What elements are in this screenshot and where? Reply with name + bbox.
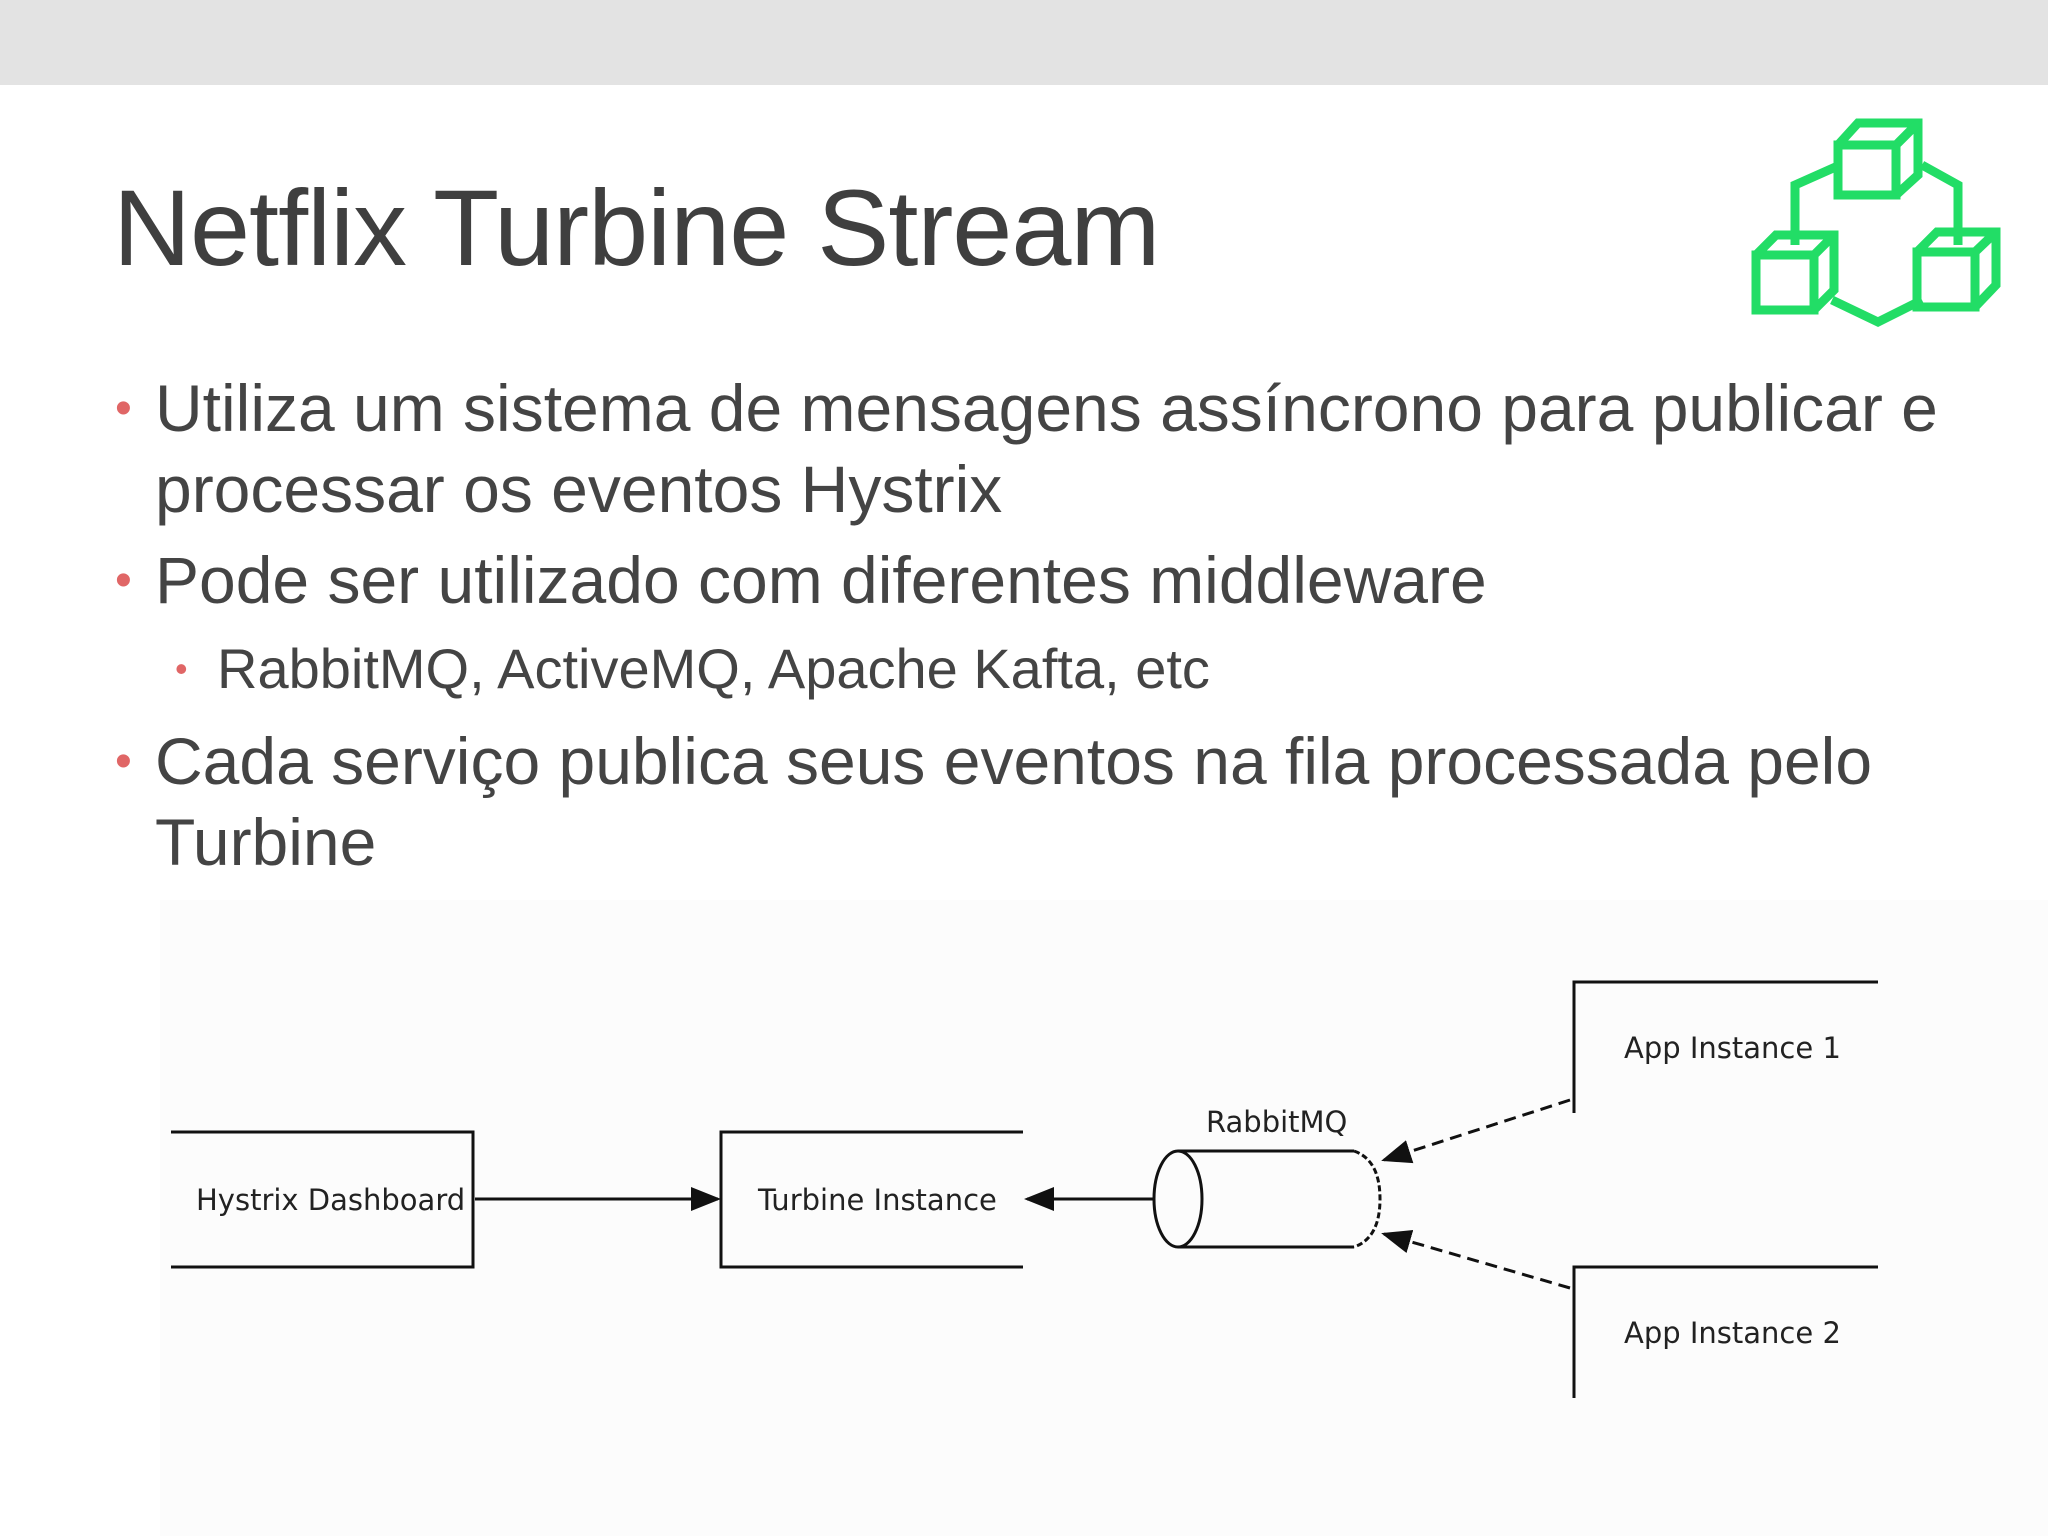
- sub-bullet-text: RabbitMQ, ActiveMQ, Apache Kafta, etc: [217, 637, 1210, 700]
- diagram-background: [160, 900, 2048, 1536]
- top-bar: [0, 0, 2048, 85]
- hystrix-dashboard-node: [171, 1130, 475, 1269]
- bullet-item: • Pode ser utilizado com diferentes middl…: [115, 540, 1995, 621]
- arrow-app2-to-queue: [1381, 1230, 1571, 1290]
- bullet-dot-icon: •: [115, 554, 132, 607]
- sub-bullet-item: • RabbitMQ, ActiveMQ, Apache Kafta, etc: [115, 631, 1995, 707]
- app-instance-1-node: [1572, 980, 1878, 1113]
- app-instance-2-label: App Instance 2: [1624, 1316, 1841, 1350]
- app-instance-1-label: App Instance 1: [1624, 1031, 1841, 1065]
- bullet-item: • Utiliza um sistema de mensagens assíncr…: [115, 368, 1995, 530]
- app-instance-2-node: [1572, 1265, 1878, 1398]
- bullet-text: Cada serviço publica seus eventos na fil…: [155, 724, 1873, 879]
- arrow-app1-to-queue: [1381, 1098, 1571, 1164]
- rabbitmq-label: RabbitMQ: [1206, 1105, 1347, 1139]
- hystrix-dashboard-label: Hystrix Dashboard: [196, 1183, 465, 1217]
- turbine-instance-node: [719, 1130, 1023, 1269]
- bullet-dot-icon: •: [175, 648, 188, 689]
- bullet-list: • Utiliza um sistema de mensagens assíncr…: [115, 368, 1995, 893]
- logo-cubes-icon: [1751, 118, 2001, 328]
- bullet-text: Pode ser utilizado com diferentes middle…: [155, 543, 1487, 617]
- bullet-item: • Cada serviço publica seus eventos na fi…: [115, 721, 1995, 883]
- bullet-dot-icon: •: [115, 735, 132, 788]
- bullet-dot-icon: •: [115, 382, 132, 435]
- bullet-text: Utiliza um sistema de mensagens assíncro…: [155, 371, 1938, 526]
- slide-title: Netflix Turbine Stream: [113, 167, 1160, 288]
- rabbitmq-queue-node: [1152, 1149, 1382, 1249]
- turbine-instance-label: Turbine Instance: [757, 1183, 997, 1217]
